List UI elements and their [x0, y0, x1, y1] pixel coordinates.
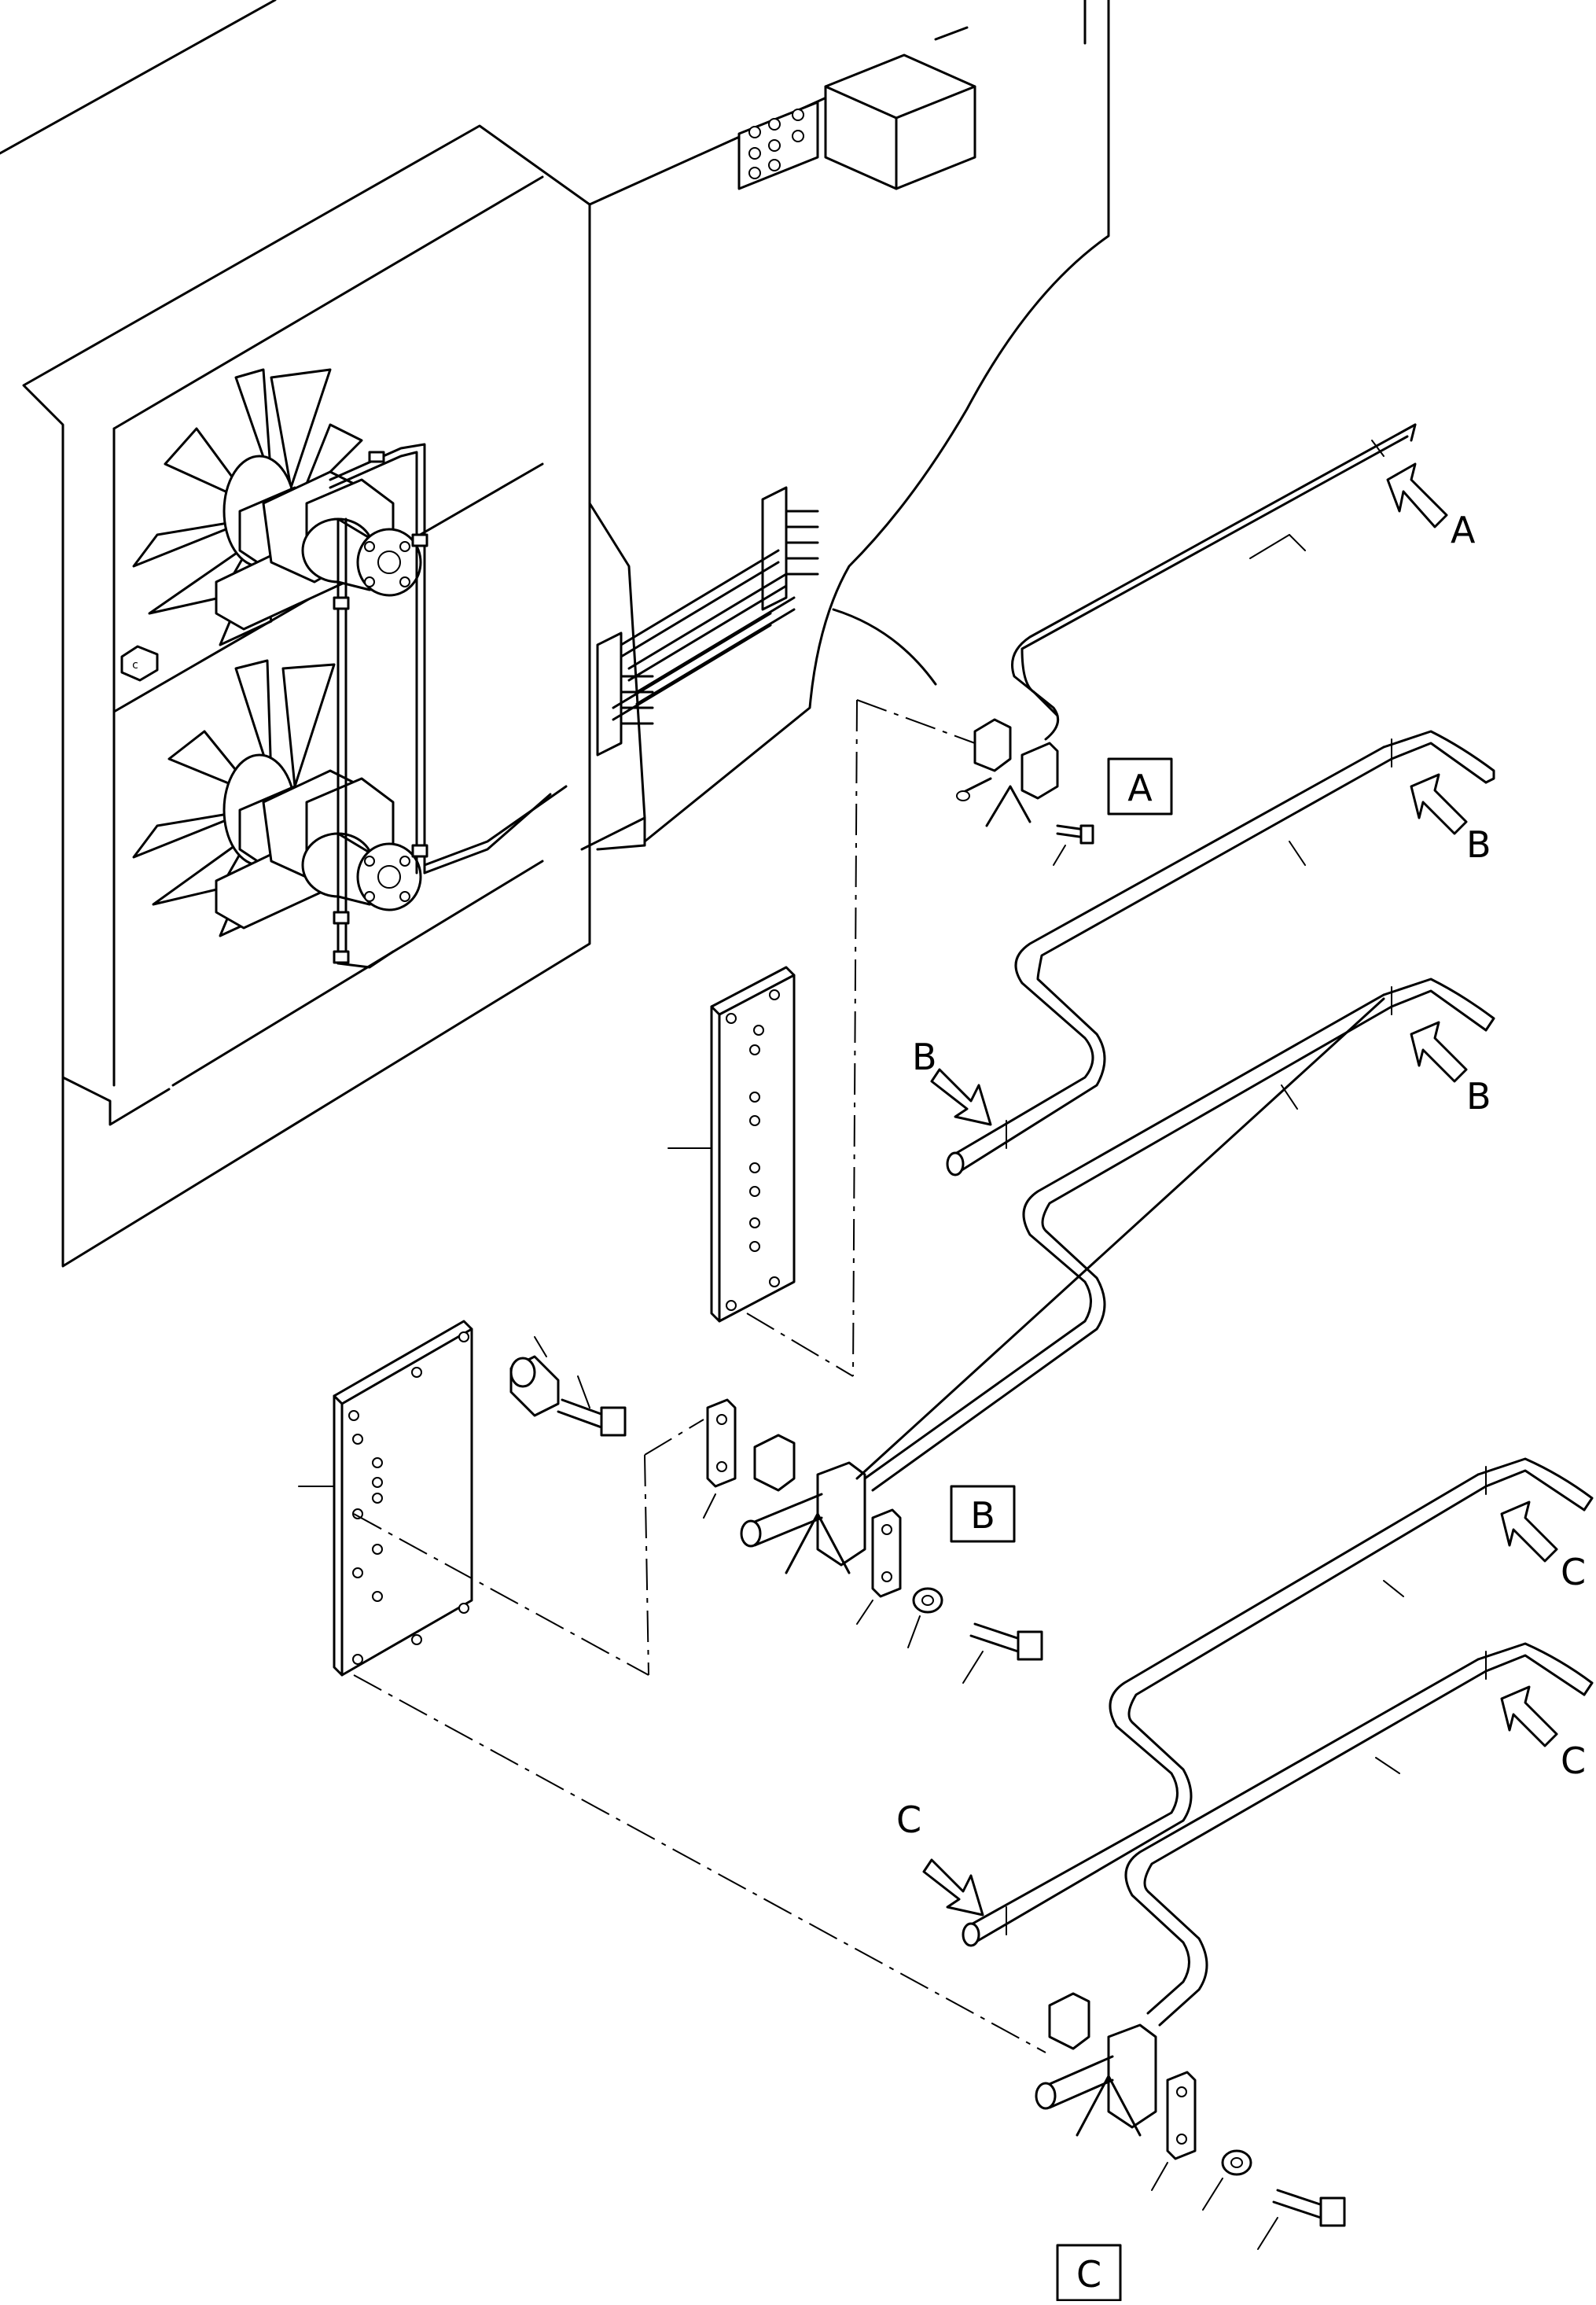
machine-housing: c: [0, 0, 1110, 1268]
clamp-c: [1035, 1992, 1157, 2137]
arrow-b3: B: [1410, 1021, 1491, 1118]
fan-upper: [132, 368, 395, 646]
bolt-b: [962, 1622, 1043, 1684]
assembly-centerlines: [353, 699, 1046, 2053]
arrow-label-c2: C: [1561, 1740, 1586, 1782]
callout-a: A: [1107, 757, 1173, 816]
tube-c-upper: [962, 1457, 1594, 1947]
arrow-label-b3: B: [1466, 1075, 1491, 1118]
arrow-label-c3: C: [896, 1799, 921, 1841]
bolt-b-long: [557, 1375, 627, 1437]
arrow-b1: B: [1410, 773, 1491, 866]
tube-b-lower: [863, 978, 1495, 1492]
mounting-plate-upper: [667, 966, 796, 1323]
arrow-c3: C: [896, 1799, 984, 1917]
spacer-sleeve: [509, 1336, 560, 1417]
mounting-plate-lower: [298, 1320, 473, 1677]
washer-b: [907, 1587, 943, 1648]
hydraulic-motor-upper: [301, 517, 422, 597]
tube-c-lower: [1124, 1642, 1594, 2027]
tube-bundle-assembly: [596, 486, 937, 757]
tube-b-upper: [946, 730, 1495, 1176]
clamp-b: [740, 997, 1385, 1574]
hydraulic-lines-motors: [329, 443, 568, 969]
hydraulic-motor-lower: [301, 832, 422, 911]
fan-box-tag: c: [132, 659, 138, 672]
callout-a-label: A: [1127, 767, 1153, 809]
callout-c-label: C: [1076, 2253, 1101, 2296]
arrow-label-b2: B: [912, 1036, 937, 1078]
arrow-c2: C: [1500, 1685, 1586, 1782]
clamp-plate-b-right: [856, 1508, 902, 1625]
callout-c: C: [1056, 2244, 1122, 2302]
washer-c: [1202, 2149, 1252, 2211]
arrow-a: A: [1386, 462, 1476, 551]
arrow-label-a: A: [1451, 509, 1476, 551]
arrow-c1: C: [1500, 1500, 1586, 1593]
tube-a: [1011, 423, 1417, 741]
callout-b-label: B: [970, 1494, 995, 1537]
arrow-label-c1: C: [1561, 1551, 1586, 1593]
bolt-a: [1053, 824, 1094, 866]
clamp-plate-b-left: [703, 1398, 737, 1519]
clamp-a: [956, 718, 1059, 827]
callout-b: B: [950, 1485, 1016, 1543]
arrow-label-b1: B: [1466, 823, 1491, 866]
bolt-c: [1257, 2189, 1346, 2250]
leader-lines: [1281, 841, 1404, 1774]
arrow-b2: B: [912, 1036, 992, 1126]
clamp-plate-c: [1151, 2071, 1197, 2191]
